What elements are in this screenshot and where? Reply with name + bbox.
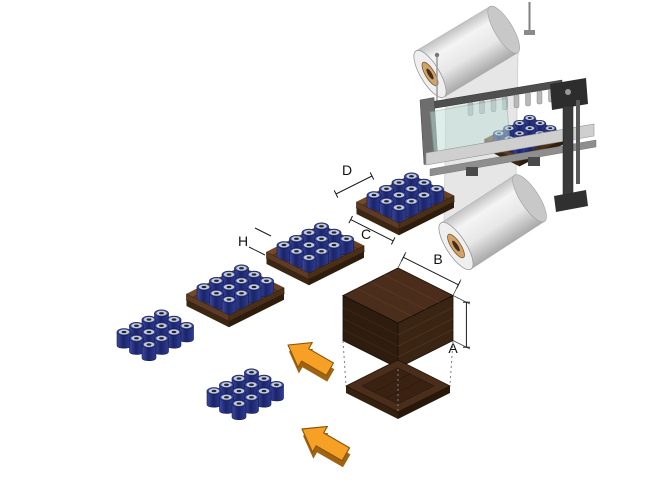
label-B: B <box>433 251 442 267</box>
label-C: C <box>361 226 371 242</box>
loose-can-group-left <box>117 310 194 361</box>
sealed-case <box>342 267 454 369</box>
shrink-wrapper-machine <box>407 1 597 275</box>
loose-can-group-bottom <box>207 369 284 420</box>
tray-pack-left <box>187 265 285 327</box>
rod-bracket <box>524 30 535 35</box>
dimension-D: D <box>333 162 375 198</box>
rail-bracket-left <box>466 167 478 176</box>
rod-knob <box>434 52 440 58</box>
label-D: D <box>342 162 352 178</box>
dimension-C: C <box>348 215 396 245</box>
flow-arrow-lower <box>291 415 358 475</box>
dimension-B: B <box>397 251 462 296</box>
clamp-foot <box>554 190 588 212</box>
conveyor-rail-front <box>425 123 595 166</box>
label-H: H <box>238 233 248 249</box>
sealing-clamp-assembly <box>550 78 588 212</box>
dimension-H: H <box>238 227 272 256</box>
clamp-knob <box>565 89 571 95</box>
tray-side-right <box>398 386 450 419</box>
rail-bracket-right <box>528 157 540 166</box>
case-slats-right <box>397 307 454 358</box>
tray-corrugation <box>373 373 423 399</box>
label-A: A <box>448 340 458 356</box>
case-slats-top <box>356 274 440 317</box>
projection-line-right <box>449 340 454 386</box>
dimension-A: A <box>448 295 471 356</box>
clamp-slide-bar <box>576 100 580 184</box>
projection-line-left <box>342 340 347 386</box>
flow-arrow-upper <box>277 332 341 389</box>
case-slats-left <box>342 307 399 358</box>
tray-pack-middle <box>267 223 365 285</box>
clamp-column <box>562 105 574 199</box>
tray-side-left <box>346 386 398 419</box>
